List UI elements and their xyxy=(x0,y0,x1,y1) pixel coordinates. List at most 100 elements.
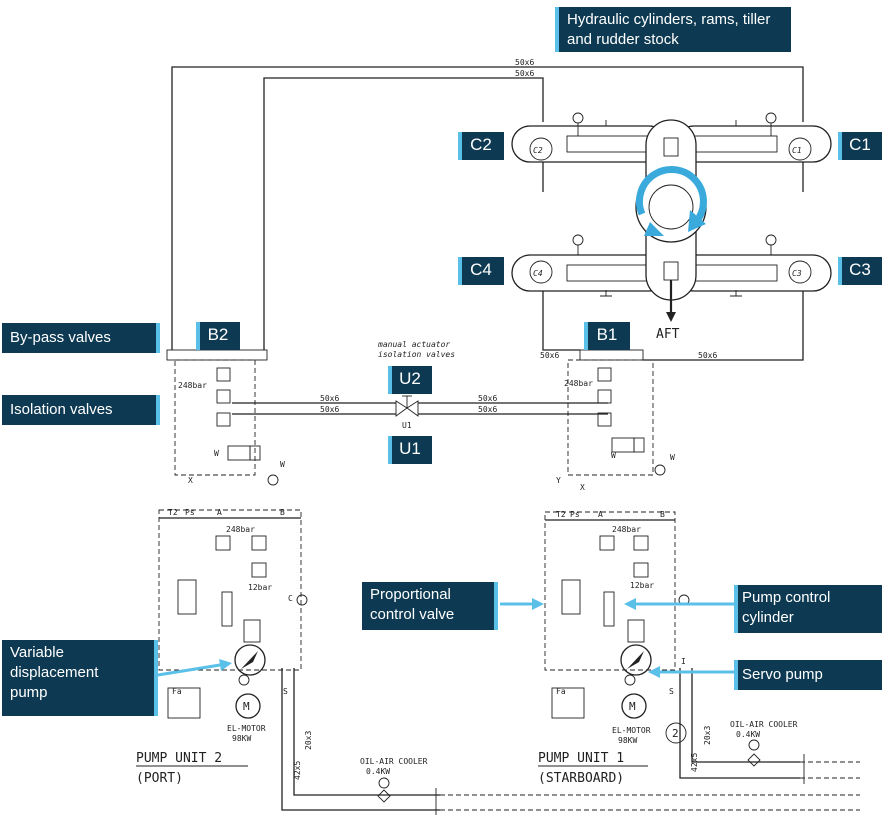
p1-callout-2: 2 xyxy=(672,727,679,740)
p1-fa: Fa xyxy=(556,687,566,696)
variable-pump-callout: Variable displacement pump xyxy=(2,640,158,716)
p2-motor-m: M xyxy=(243,700,250,713)
main-pipes: 50x6 50x6 50x6 50x6 xyxy=(171,58,804,361)
pipe-label-b1-right: 50x6 xyxy=(698,351,717,360)
c2-callout-text: C2 xyxy=(470,135,492,154)
pump-control-callout-text: Pump control cylinder xyxy=(742,589,831,626)
p1-motor-m: M xyxy=(629,700,636,713)
c1-callout-bar xyxy=(838,132,842,160)
c1-small-label: C1 xyxy=(792,146,802,155)
p2-x: X xyxy=(188,476,193,485)
p2-t2: T2 xyxy=(168,508,178,517)
p1-w1: W xyxy=(611,451,616,460)
p1-12bar: 12bar xyxy=(630,581,654,590)
variable-pump-callout-bar xyxy=(154,640,158,716)
iso-pipe-l1: 50x6 xyxy=(320,394,339,403)
p2-cooler: OIL-AIR COOLER xyxy=(360,757,428,766)
isolation-callout-bar xyxy=(156,395,160,425)
u2-callout: U2 xyxy=(388,366,432,394)
c2-callout: C2 xyxy=(458,132,504,160)
p1-el-motor: EL-MOTOR xyxy=(612,726,651,735)
isolation-callout-text: Isolation valves xyxy=(10,401,113,418)
b1-callout-bar xyxy=(584,322,588,350)
pump-control-callout-bar xyxy=(734,585,738,633)
pipe-label-top2: 50x6 xyxy=(515,69,534,78)
p1-w2: W xyxy=(670,453,675,462)
c2-small-label: C2 xyxy=(533,146,543,155)
variable-pump-callout-text: Variable displacement pump xyxy=(10,644,99,701)
p1-t2: T2 xyxy=(556,510,566,519)
proportional-callout-text: Proportional control valve xyxy=(370,586,455,623)
iso-pipe-l2: 50x6 xyxy=(320,405,339,414)
cylinders-callout: Hydraulic cylinders, rams, tiller and ru… xyxy=(555,7,791,52)
c4-callout-bar xyxy=(458,257,462,285)
b1-callout: B1 xyxy=(584,322,630,350)
p2-w1: W xyxy=(214,449,219,458)
isolation-line: 50x6 50x6 50x6 50x6 manual actuator isol… xyxy=(232,340,608,430)
pump-unit-2-port: (PORT) xyxy=(136,771,183,786)
c1-callout: C1 xyxy=(838,132,882,160)
pipe-label-b1-left: 50x6 xyxy=(540,351,559,360)
p2-248-mid: 248bar xyxy=(226,525,255,534)
p1-y: Y xyxy=(556,476,561,485)
cylinders-callout-bar xyxy=(555,7,559,52)
c2-callout-bar xyxy=(458,132,462,160)
pipe-label-top1: 50x6 xyxy=(515,58,534,67)
servo-callout-bar xyxy=(734,660,738,690)
p2-248-top: 248bar xyxy=(178,381,207,390)
pump-unit-2-label: PUMP UNIT 2 xyxy=(136,751,222,766)
tiller: AFT xyxy=(635,119,707,342)
servo-callout-text: Servo pump xyxy=(742,666,823,683)
u2-callout-bar xyxy=(388,366,392,394)
c3-callout-text: C3 xyxy=(849,260,871,279)
bypass-callout-bar xyxy=(156,323,160,353)
c3-small-label: C3 xyxy=(792,269,802,278)
c3-callout: C3 xyxy=(838,257,882,285)
p2-b: B xyxy=(280,508,285,517)
bypass-callout-text: By-pass valves xyxy=(10,329,111,346)
p2-cooler-power: 0.4KW xyxy=(366,767,390,776)
proportional-callout-bar xyxy=(494,582,498,630)
iso-pipe-r2: 50x6 xyxy=(478,405,497,414)
p2-w2: W xyxy=(280,460,285,469)
b2-callout: B2 xyxy=(196,322,240,350)
u1-callout-bar xyxy=(388,436,392,464)
c4-callout-text: C4 xyxy=(470,260,492,279)
isolation-callout: Isolation valves xyxy=(2,395,160,425)
b2-callout-text: B2 xyxy=(207,325,229,344)
p1-ps: Ps xyxy=(570,510,580,519)
pump-unit-1-starboard: (STARBOARD) xyxy=(538,771,624,786)
p2-12bar: 12bar xyxy=(248,583,272,592)
c4-small-label: C4 xyxy=(533,269,543,278)
p1-cooler: OIL-AIR COOLER xyxy=(730,720,798,729)
p2-ps: Ps xyxy=(185,508,195,517)
p2-c: C xyxy=(288,594,293,603)
u2-callout-text: U2 xyxy=(399,369,421,388)
c1-callout-text: C1 xyxy=(849,135,871,154)
c4-callout: C4 xyxy=(458,257,504,285)
servo-callout: Servo pump xyxy=(734,660,882,690)
p1-s: S xyxy=(669,687,674,696)
rudder-cylinders: C2 C1 C4 C3 xyxy=(511,112,832,297)
pump-unit-1-label: PUMP UNIT 1 xyxy=(538,751,624,766)
p2-a: A xyxy=(217,508,222,517)
u1-callout: U1 xyxy=(388,436,432,464)
pump-unit-1: 248bar W W Y X T2 Ps A B 248bar 12bar Fa… xyxy=(538,349,860,786)
manual-actuator-label: manual actuator xyxy=(377,340,450,349)
p1-x: X xyxy=(580,483,585,492)
u1-callout-text: U1 xyxy=(399,439,421,458)
isolation-valves-small-label: isolation valves xyxy=(378,350,455,359)
u1-small-label: U1 xyxy=(402,421,412,430)
p1-cooler-power: 0.4KW xyxy=(736,730,760,739)
b2-callout-bar xyxy=(196,322,200,350)
b1-callout-text: B1 xyxy=(596,325,618,344)
pump-unit-2: 248bar W W X T2 Ps A B 248bar 12bar C Fa… xyxy=(136,349,860,815)
p2-fa: Fa xyxy=(172,687,182,696)
p1-20x3: 20x3 xyxy=(703,726,712,745)
p1-i: I xyxy=(681,657,686,666)
pump-control-callout: Pump control cylinder xyxy=(734,585,882,633)
callout-arrows xyxy=(157,598,734,678)
p2-98kw: 98KW xyxy=(232,734,251,743)
p2-42x5: 42x5 xyxy=(293,761,302,780)
